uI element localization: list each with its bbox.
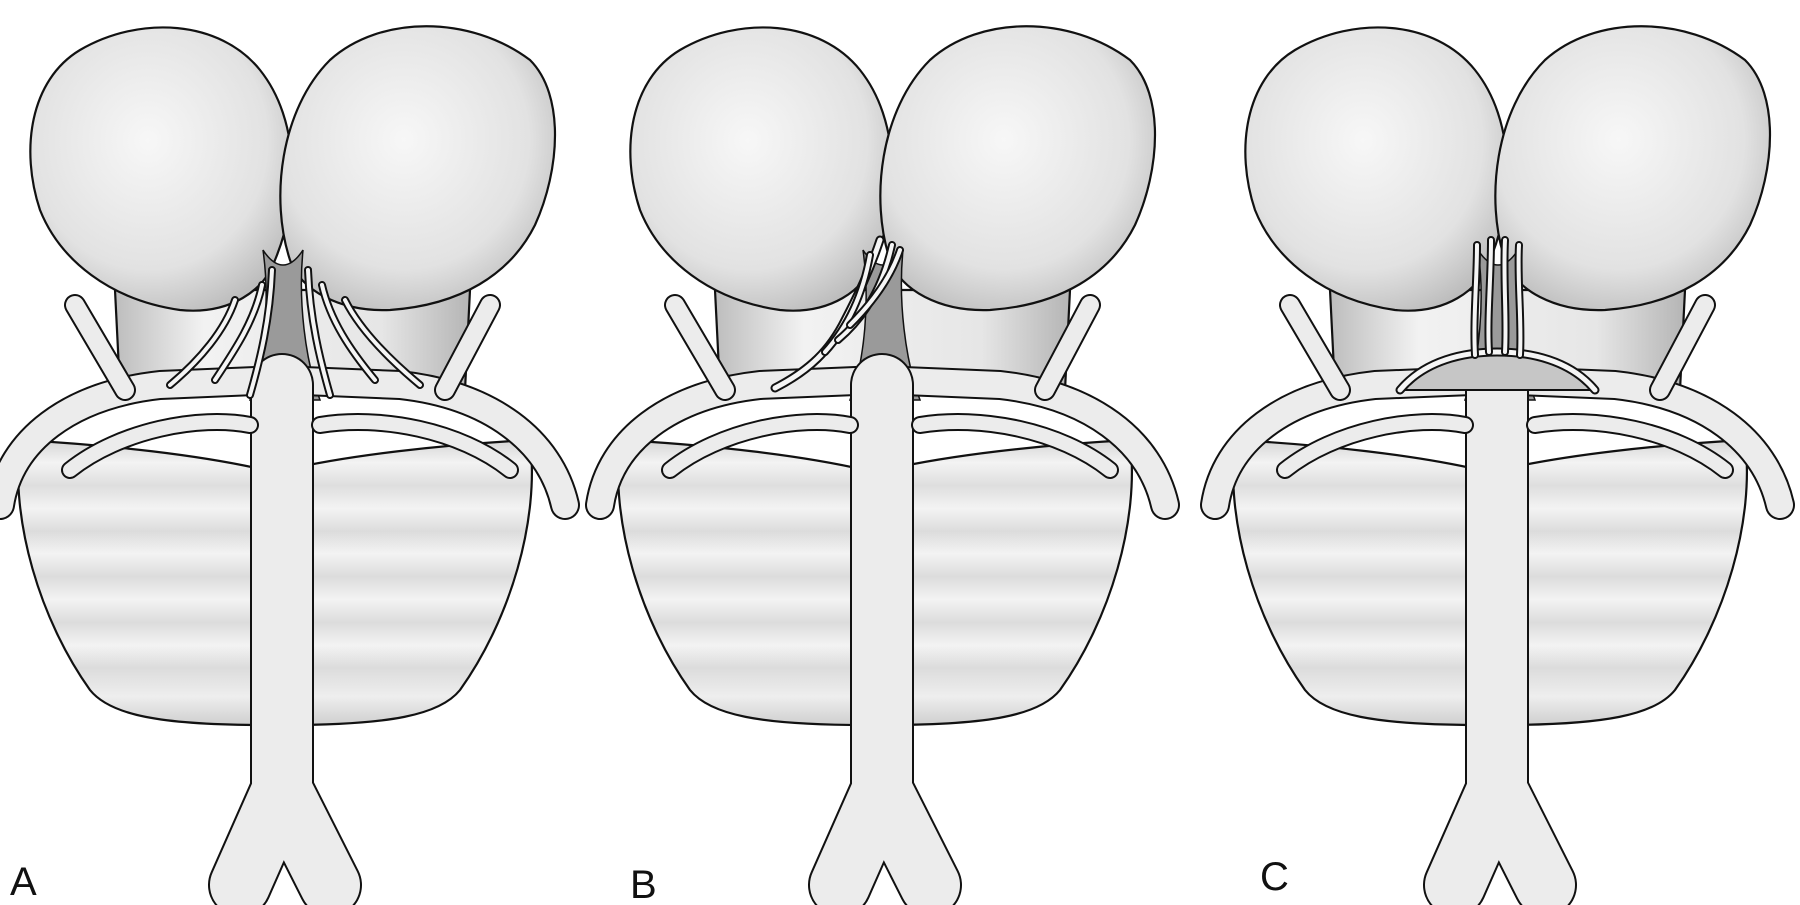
anatomy-body-a bbox=[0, 26, 565, 885]
panel-c: C bbox=[1215, 26, 1780, 899]
panel-a: A bbox=[0, 26, 565, 904]
panel-label-b: B bbox=[630, 863, 657, 905]
anatomy-body-c bbox=[1215, 26, 1780, 885]
panel-label-a: A bbox=[10, 860, 37, 904]
panel-label-c: C bbox=[1260, 855, 1289, 899]
panel-b: B bbox=[600, 26, 1165, 905]
anatomy-body-b bbox=[600, 26, 1165, 885]
